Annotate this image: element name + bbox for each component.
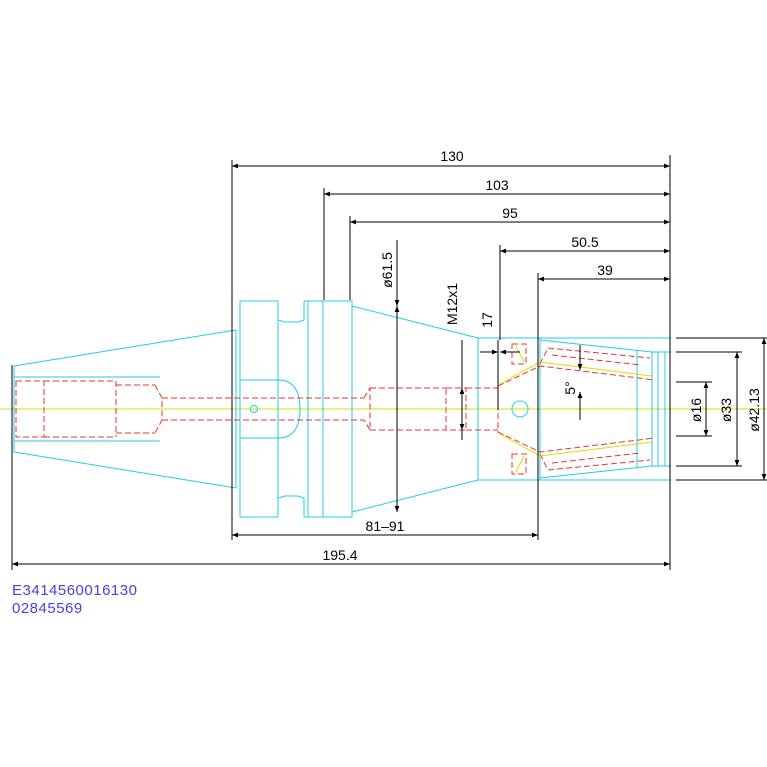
dim-17: 17 xyxy=(479,312,495,328)
part-code-line-1: E3414560016130 xyxy=(12,582,138,599)
part-codes: E3414560016130 02845569 xyxy=(12,582,137,618)
dim-103: 103 xyxy=(485,177,509,193)
dim-81-91: 81–91 xyxy=(366,518,405,534)
dim-95: 95 xyxy=(502,205,518,221)
dim-angle-5: 5° xyxy=(562,381,578,394)
dim-39: 39 xyxy=(597,262,613,278)
hidden-lines xyxy=(15,343,656,475)
dim-dia-61-5: ø61.5 xyxy=(379,252,395,288)
part-code-line-2: 02845569 xyxy=(12,600,83,617)
collet-lines xyxy=(499,345,653,473)
dim-dia-16: ø16 xyxy=(688,398,704,422)
dim-50-5: 50.5 xyxy=(571,234,598,250)
dim-130: 130 xyxy=(440,148,464,164)
dim-dia-42-13: ø42.13 xyxy=(746,388,762,432)
dim-dia-33: ø33 xyxy=(718,398,734,422)
holder-outline xyxy=(13,300,671,518)
dim-thread-m12x1: M12x1 xyxy=(444,283,460,325)
dim-195-4: 195.4 xyxy=(322,547,357,563)
dimension-lines xyxy=(11,155,767,570)
